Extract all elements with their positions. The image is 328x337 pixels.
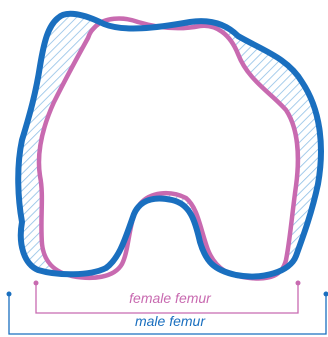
male-femur-label: male femur [135,313,206,329]
female-femur-label: female femur [129,290,212,306]
